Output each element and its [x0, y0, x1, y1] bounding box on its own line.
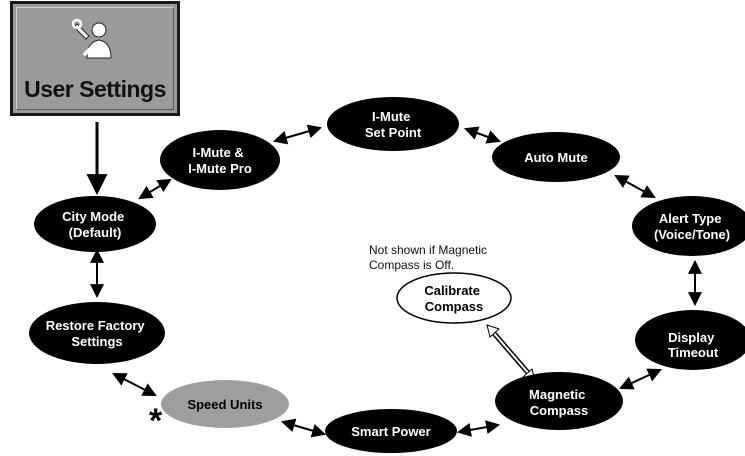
arrow-auto-mute-alert-type — [614, 174, 656, 199]
arrow-speed-units-restore-factory — [112, 373, 157, 396]
arrow-display-timeout-magnetic-compass — [619, 368, 662, 390]
node-calibrate-compass[interactable]: Calibrate Compass — [396, 272, 512, 324]
node-auto-mute[interactable]: Auto Mute — [492, 132, 620, 182]
svg-text:I-Mute & I-Mute Pro: I-Mute & I-Mute Pro — [188, 145, 252, 176]
svg-text:Alert Type (Voice/Tone): Alert Type (Voice/Tone) — [654, 211, 730, 242]
node-restore-factory-settings[interactable]: Restore Factory Settings — [29, 302, 165, 364]
compass-note-line-1: Not shown if Magnetic — [369, 243, 488, 257]
svg-text:I-Mute Set Point: I-Mute Set Point — [365, 109, 422, 140]
svg-text:Display Timeout: Display Timeout — [668, 330, 719, 360]
svg-text:Auto Mute: Auto Mute — [524, 150, 588, 165]
arrow-calibrate-magnetic-compass — [486, 324, 536, 382]
connector-arrows — [90, 124, 702, 438]
arrow-imute-pro-imute-set-point — [272, 124, 323, 145]
node-imute-set-point[interactable]: I-Mute Set Point — [327, 97, 459, 151]
node-speed-units[interactable]: Speed Units — [161, 380, 289, 428]
svg-text:Magnetic Compass: Magnetic Compass — [529, 387, 589, 418]
svg-text:Smart Power: Smart Power — [351, 424, 430, 439]
arrow-imute-set-point-auto-mute — [464, 126, 501, 144]
svg-text:Speed Units: Speed Units — [187, 397, 262, 412]
user-settings-icon — [71, 18, 112, 59]
node-alert-type[interactable]: Alert Type (Voice/Tone) — [632, 196, 745, 256]
svg-text:Restore Factory Settings: Restore Factory Settings — [46, 318, 149, 349]
node-imute-pro[interactable]: I-Mute & I-Mute Pro — [160, 130, 280, 190]
node-smart-power[interactable]: Smart Power — [325, 409, 457, 453]
compass-note-line-2: Compass is Off. — [369, 258, 455, 272]
compass-note: Not shown if Magnetic Compass is Off. — [369, 243, 487, 273]
user-settings-tile[interactable]: User Settings — [10, 1, 180, 116]
asterisk-marker: * — [149, 402, 163, 440]
arrow-magnetic-compass-smart-power — [456, 420, 501, 437]
arrow-city-mode-imute-pro — [138, 178, 172, 200]
node-city-mode[interactable]: City Mode (Default) — [34, 196, 156, 252]
svg-text:City Mode (Default): City Mode (Default) — [62, 209, 128, 240]
svg-text:Calibrate Compass: Calibrate Compass — [424, 283, 483, 314]
tile-bevel — [16, 7, 174, 110]
arrow-smart-power-speed-units — [280, 418, 327, 438]
user-settings-label: User Settings — [24, 76, 166, 102]
node-magnetic-compass[interactable]: Magnetic Compass — [495, 372, 623, 430]
node-display-timeout[interactable]: Display Timeout — [635, 310, 745, 370]
